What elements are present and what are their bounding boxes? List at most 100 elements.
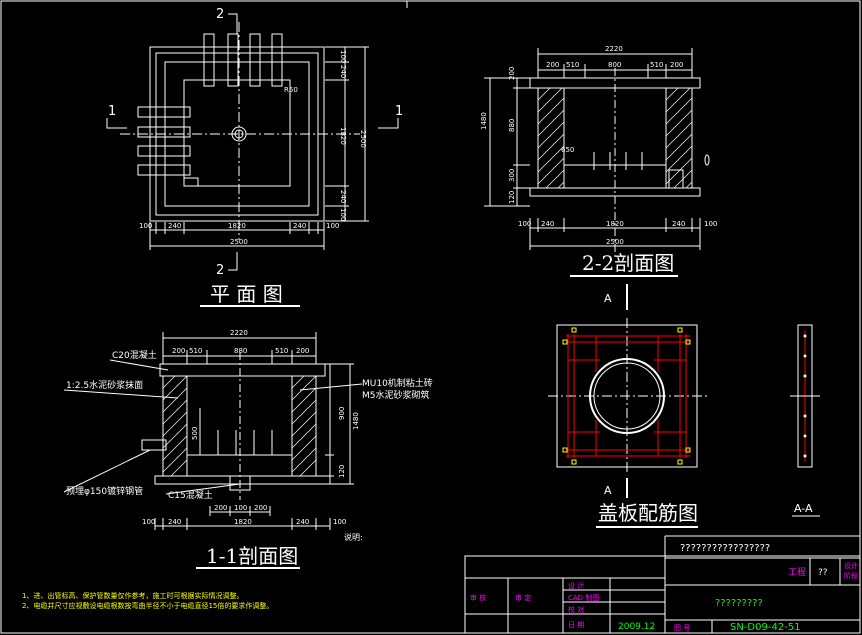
s22-dim-l0: 200 xyxy=(508,67,516,80)
s11-dim-b0: 100 xyxy=(142,518,155,526)
s11-dim-t3: 510 xyxy=(275,347,288,355)
plan-mark-1-right: 1 xyxy=(395,104,403,119)
cover-opening xyxy=(589,358,665,434)
s22-dim-l3: 120 xyxy=(508,191,516,204)
cover-mark-a-bottom: A xyxy=(604,484,612,497)
title-block xyxy=(464,535,861,634)
tb-row-date: 日 期 xyxy=(568,621,584,629)
s22-dim-t2: 800 xyxy=(608,61,621,69)
s22-hatch xyxy=(537,87,693,189)
plan-mark-2-top: 2 xyxy=(216,7,224,22)
s11-explain: 说明: xyxy=(344,532,363,542)
s22-dim-t1: 510 xyxy=(566,61,579,69)
s22-dim-ttotal: 2220 xyxy=(605,45,623,53)
s11-cables xyxy=(199,408,273,455)
s11-hatch xyxy=(162,375,317,477)
s11-dim-t2: 880 xyxy=(234,347,247,355)
tb-row-cad: CAD 制图 xyxy=(568,593,599,602)
cover-view: A A 盖板配筋图 xyxy=(548,284,820,528)
s11-leader-c20 xyxy=(109,359,169,371)
s11-dim-b2: 1820 xyxy=(234,518,252,526)
plan-right-dims xyxy=(325,46,369,222)
s22-dim-l1: 880 xyxy=(508,119,516,132)
s11-cover-slab xyxy=(159,363,326,377)
s11-dim-r0: 900 xyxy=(338,407,346,420)
tb-label-no: 图 号 xyxy=(674,624,690,632)
tb-stage-2: 阶段 xyxy=(844,571,858,580)
s22-bottom-dims xyxy=(529,218,701,250)
tb-left-review: 审 核 xyxy=(470,593,486,602)
tb-row-check: 校 对 xyxy=(568,605,584,614)
plan-top-pipes xyxy=(203,33,283,87)
s11-label-brick-2: M5水泥砂浆砌筑 xyxy=(362,389,430,401)
s11-leader-pipe xyxy=(63,449,151,493)
s22-dim-t4: 200 xyxy=(670,61,683,69)
s22-hook xyxy=(704,154,710,166)
cover-rebar xyxy=(566,334,690,458)
s22-dim-ltotal: 1480 xyxy=(480,112,488,130)
s11-dim-b4: 100 xyxy=(333,518,346,526)
note-2: 2、电缆井尺寸应视敷设电缆根数按弯曲半径不小于电缆直径15倍的要求作调整。 xyxy=(22,601,273,610)
s11-inner-dims xyxy=(209,506,271,516)
s11-dim-t0: 200 xyxy=(172,347,185,355)
section-11-view: 2220 200 510 880 510 200 C20混凝土 1:2.5水泥砂… xyxy=(63,329,433,569)
s11-leader-mortar xyxy=(63,389,179,399)
tb-row-design: 设 计 xyxy=(568,581,584,590)
s11-bottom-dims xyxy=(154,518,331,530)
s11-right-dims xyxy=(325,363,354,485)
plan-dim-b0: 100 xyxy=(139,222,152,230)
s11-dim-i0: 200 xyxy=(214,504,227,512)
s11-leader-brick xyxy=(299,383,363,391)
plan-dim-b2: 1820 xyxy=(228,222,246,230)
s11-base xyxy=(154,475,331,485)
s11-wall-right xyxy=(291,375,317,477)
s11-dim-r2: 1480 xyxy=(352,412,360,430)
plan-bottom-dims xyxy=(149,222,325,250)
s22-dim-t0: 200 xyxy=(546,61,559,69)
s11-dim-b3: 240 xyxy=(296,518,309,526)
s11-label-brick-1: MU10机制粘土砖 xyxy=(362,377,433,389)
s11-dim-r1: 120 xyxy=(338,465,346,478)
s22-top-dims xyxy=(537,48,693,78)
plan-dim-r0: 100 xyxy=(339,50,347,63)
s22-sump xyxy=(668,169,684,189)
s11-dim-t1: 510 xyxy=(189,347,202,355)
s11-dim-i2: 200 xyxy=(254,504,267,512)
s22-title: 2-2剖面图 xyxy=(582,251,674,275)
plan-dim-b1: 240 xyxy=(168,222,181,230)
s22-cables xyxy=(593,152,643,170)
s11-dim-b1: 240 xyxy=(168,518,181,526)
s11-label-c20: C20混凝土 xyxy=(112,349,157,361)
s22-dim-b4: 100 xyxy=(704,220,717,228)
s22-dim-b1: 240 xyxy=(541,220,554,228)
s11-title: 1-1剖面图 xyxy=(206,544,298,568)
cover-mark-a-top: A xyxy=(604,292,612,305)
s11-label-mortar: 1:2.5水泥砂浆抹面 xyxy=(66,379,143,391)
s22-dim-btotal: 2500 xyxy=(606,238,624,246)
s22-left-dims xyxy=(484,77,530,207)
plan-dim-r1: 240 xyxy=(339,65,347,78)
aa-title: A-A xyxy=(794,502,813,515)
s11-dim-i1: 100 xyxy=(234,504,247,512)
s11-leader-c15 xyxy=(165,483,241,495)
s11-note-500: 500 xyxy=(191,427,199,440)
plan-dim-r2: 1820 xyxy=(339,127,347,145)
tb-drawing-no: SN-D09-42-51 xyxy=(730,622,801,633)
plan-view: 1 1 2 2 R50 100 240 1820 240 100 2500 xyxy=(106,7,403,307)
tb-date: 2009.12 xyxy=(618,622,655,632)
s22-dim-t3: 510 xyxy=(650,61,663,69)
plan-wall-inner xyxy=(183,79,291,187)
cover-opening-inner xyxy=(593,362,661,430)
plan-mark-2-bottom: 2 xyxy=(216,263,224,278)
s11-label-c15: C15混凝土 xyxy=(168,489,213,501)
plan-section-marks xyxy=(106,13,399,271)
section-22-view: 650 2220 200 510 800 510 200 1480 xyxy=(480,45,717,277)
s11-dim-t4: 200 xyxy=(296,347,309,355)
s11-top-dims xyxy=(162,332,317,364)
note-1: 1、进、出管标高、保护管数量仅作参考，施工时可根据实际情况调整。 xyxy=(22,591,243,600)
plan-dim-r3: 240 xyxy=(339,190,347,203)
s11-wall-left xyxy=(162,375,188,477)
s11-dim-ttotal: 2220 xyxy=(230,329,248,337)
plan-dim-btotal: 2500 xyxy=(230,238,248,246)
